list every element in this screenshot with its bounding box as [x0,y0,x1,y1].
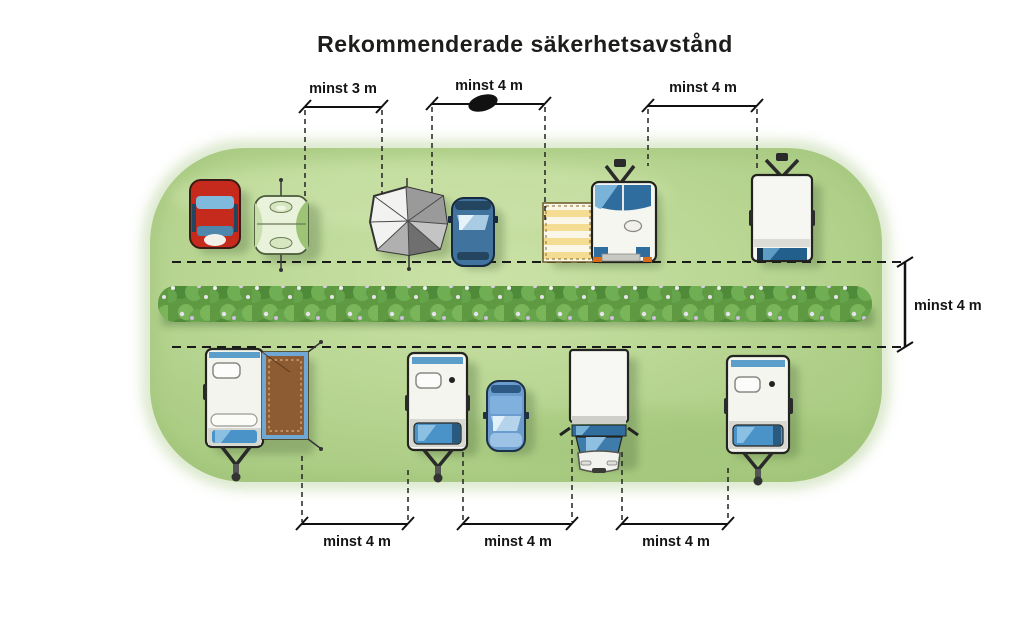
dimension-label: minst 3 m [309,81,377,97]
white-caravan-bottom-left [405,351,470,483]
dimension-label: minst 4 m [484,534,552,550]
dimension-top-2: minst 4 m [425,78,552,222]
dimension-label: minst 4 m [455,78,523,94]
dimension-top-3: minst 4 m [641,80,764,172]
flowering-hedge [158,286,874,326]
hedge-boundary-lines [172,261,903,348]
dimension-bottom-2: minst 4 m [456,440,579,550]
dimension-top-1: minst 3 m [298,81,389,196]
page-title: Rekommenderade säkerhetsavstånd [317,31,733,57]
dimension-label: minst 4 m [914,298,982,314]
red-car [189,179,241,249]
dimension-label: minst 4 m [642,534,710,550]
green-tent [254,178,309,272]
ink-blot [468,94,498,112]
light-blue-car [483,380,529,452]
blue-car [448,197,498,267]
white-caravan-bottom-right [724,354,793,486]
motorhome [559,348,639,473]
grey-dome-tent [368,178,449,271]
caravan-with-brown-awning [203,340,323,482]
white-caravan-top [749,153,815,263]
dimension-label: minst 4 m [669,80,737,96]
dimension-bottom-1: minst 4 m [295,456,415,550]
caravan-with-yellow-striped-awning [542,159,658,264]
dimension-right: minst 4 m [896,256,982,353]
dimension-label: minst 4 m [323,534,391,550]
dimension-bottom-3: minst 4 m [615,452,735,550]
